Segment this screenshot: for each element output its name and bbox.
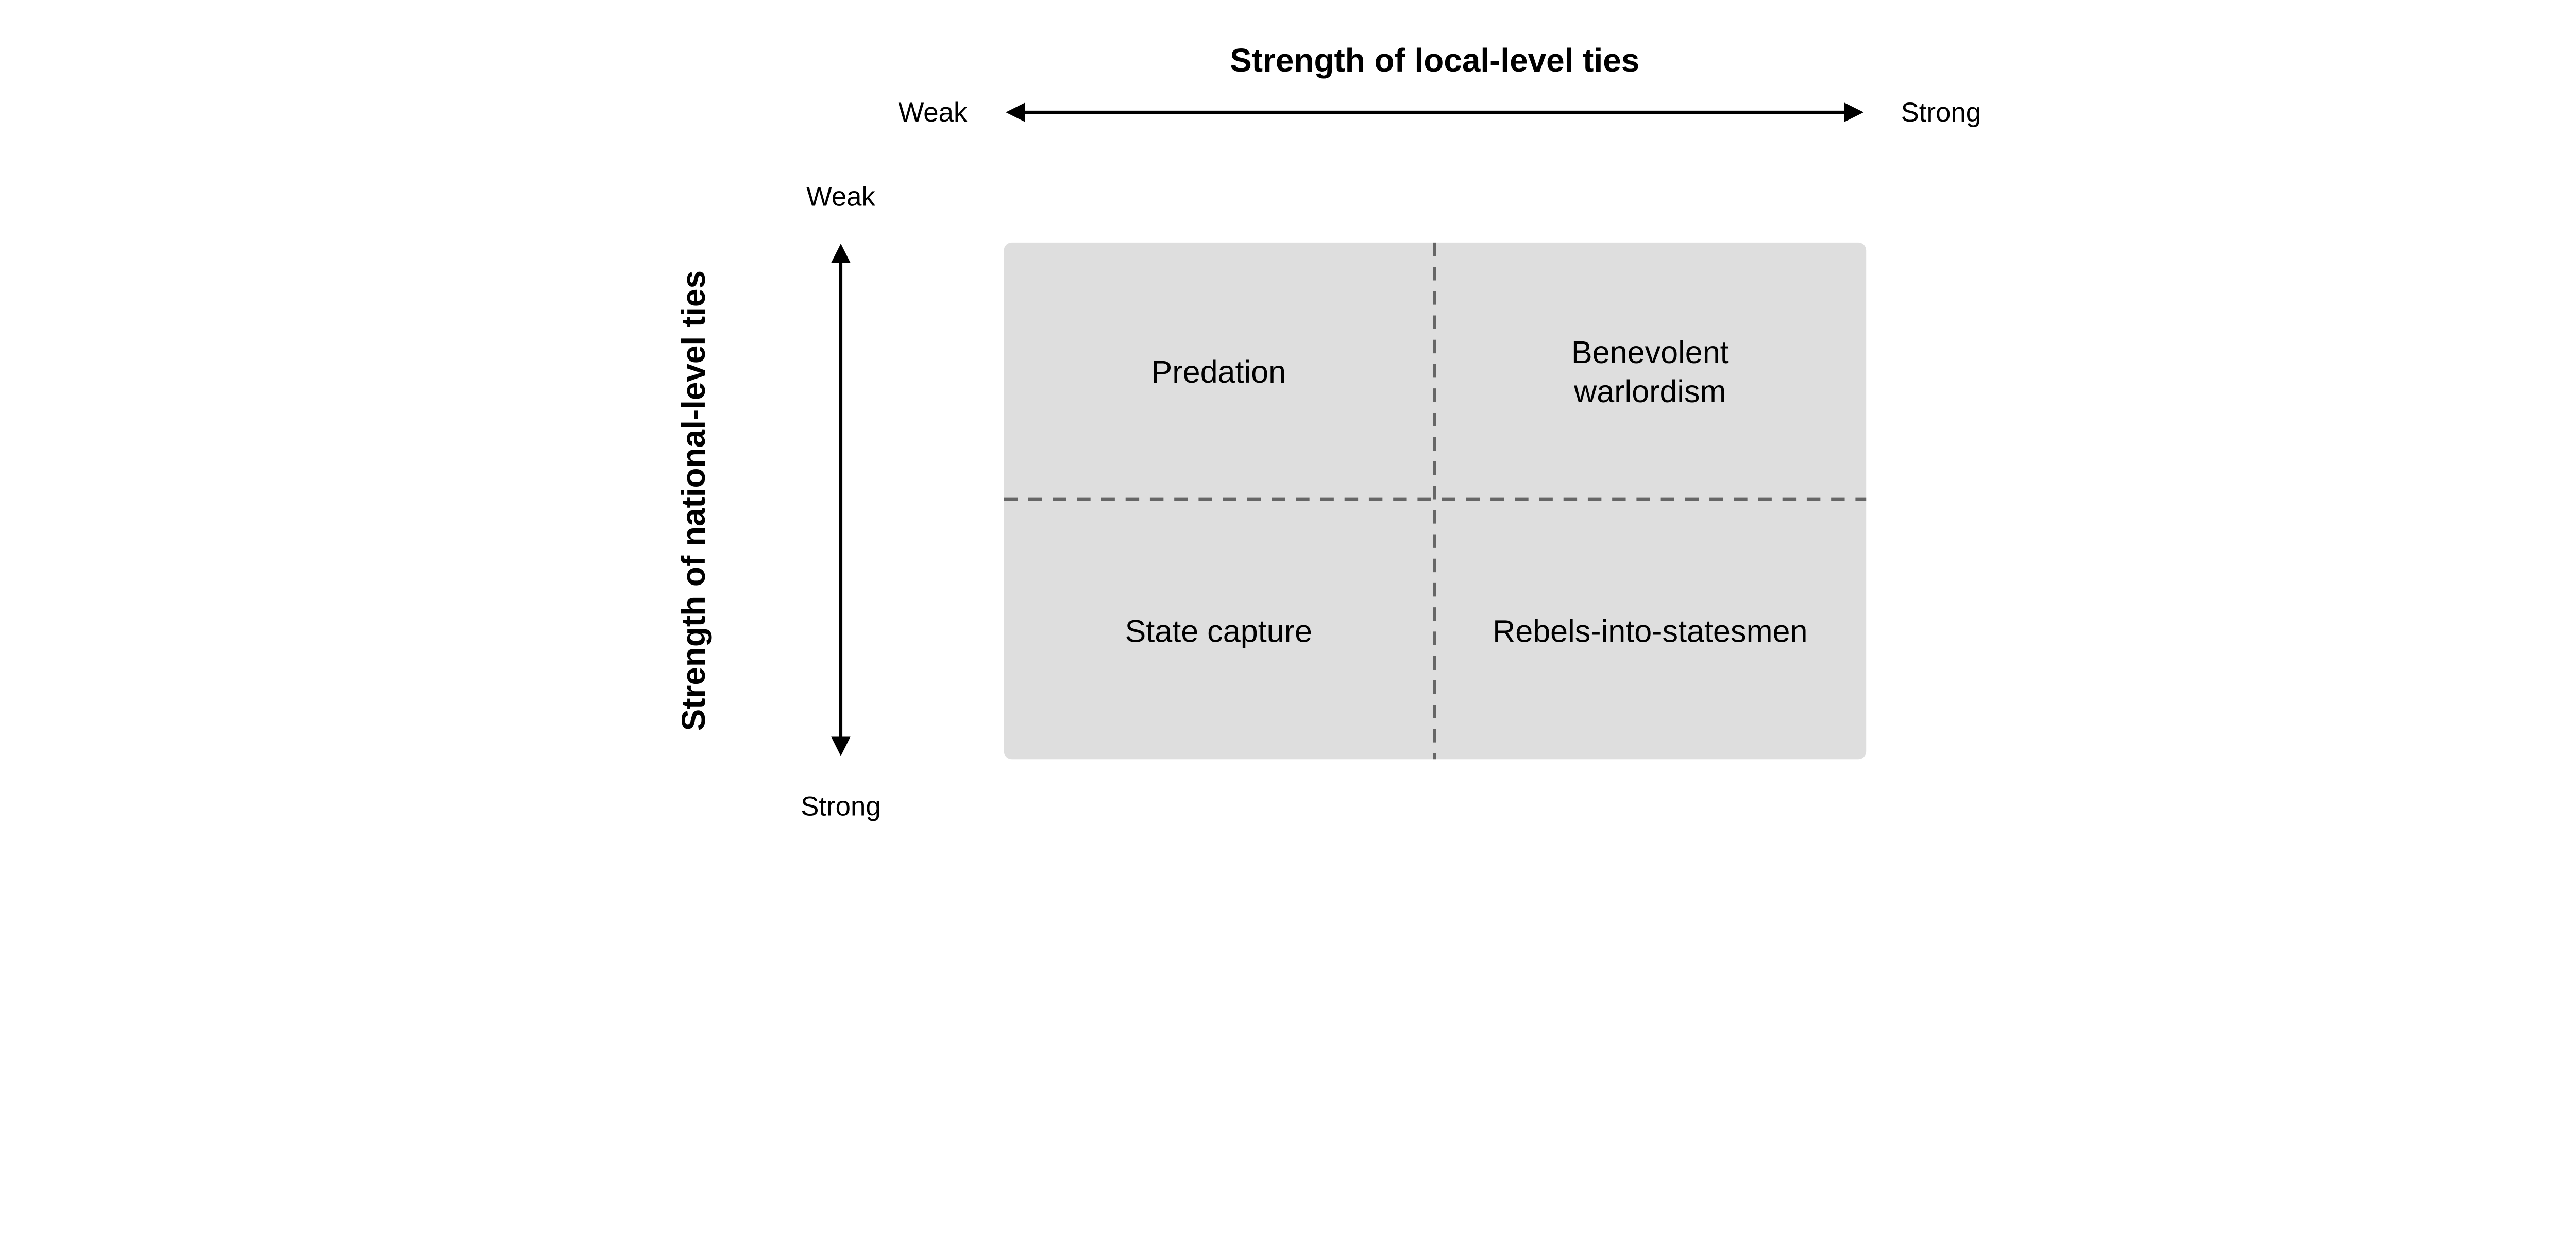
quadrant-benevolent-warlordism-line2: warlordism — [1573, 374, 1726, 409]
x-axis-title: Strength of local-level ties — [1230, 42, 1639, 79]
x-axis-strong-label: Strong — [1901, 97, 1981, 128]
quadrant-rebels-into-statesmen: Rebels-into-statesmen — [1493, 614, 1807, 649]
quadrant-benevolent-warlordism-line1: Benevolent — [1571, 335, 1729, 370]
y-axis-title: Strength of national-level ties — [675, 270, 712, 731]
quadrant-predation: Predation — [1151, 354, 1286, 389]
y-axis-weak-label: Weak — [806, 181, 876, 212]
y-axis-strong-label: Strong — [801, 791, 880, 821]
quadrant-state-capture: State capture — [1125, 614, 1313, 649]
x-axis-weak-label: Weak — [898, 97, 968, 128]
typology-diagram: Strength of local-level ties Weak Strong… — [675, 42, 1981, 821]
quadrant-grid — [1004, 242, 1867, 760]
